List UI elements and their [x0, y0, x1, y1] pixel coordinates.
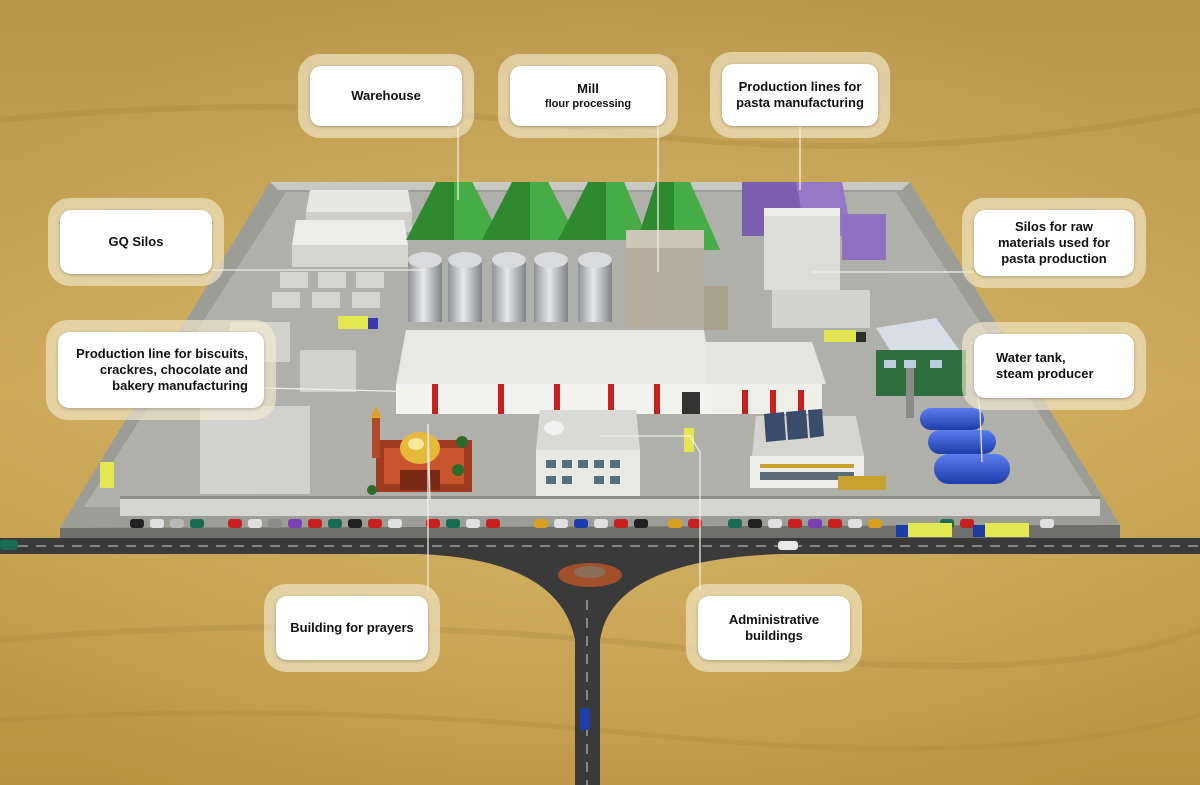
pasta-production-building — [742, 182, 886, 328]
parked-cars — [130, 519, 1054, 528]
steam-building — [876, 318, 968, 418]
callout-raw-silos: Silos for raw materials used for pasta p… — [962, 198, 1146, 288]
water-tanks — [920, 408, 1010, 484]
water-tank-label-line-2: steam producer — [996, 366, 1094, 381]
water-tank-label-line-1: Water tank, — [996, 350, 1066, 365]
mill-label: Mill — [577, 81, 599, 96]
admin-building — [536, 410, 640, 496]
biscuits-label-line-1: Production line for biscuits, — [76, 346, 248, 361]
warehouse-building — [292, 190, 412, 267]
callout-prayers: Building for prayers — [264, 584, 440, 672]
callout-admin: Administrative buildings — [686, 584, 862, 672]
admin-building-solar — [750, 409, 886, 490]
callout-water-tank: Water tank, steam producer — [962, 322, 1146, 410]
warehouse-label: Warehouse — [351, 88, 421, 103]
prayers-label: Building for prayers — [290, 620, 414, 635]
trucks — [100, 316, 1029, 537]
biscuits-label-line-3: bakery manufacturing — [112, 378, 248, 393]
pasta-lines-label-line-1: Production lines for — [738, 79, 862, 94]
admin-label-line-1: Administrative — [728, 612, 820, 627]
admin-label-line-2: buildings — [745, 628, 803, 643]
palm-trees — [367, 436, 468, 495]
biscuit-production-building — [396, 330, 826, 414]
raw-silos-label-line-2: materials used for — [998, 235, 1110, 250]
perimeter-wall — [120, 496, 1100, 516]
ghost-storage-blocks — [272, 272, 384, 308]
leader-lines — [212, 126, 983, 590]
pasta-lines-label-line-2: pasta manufacturing — [736, 95, 864, 110]
callout-warehouse: Warehouse — [298, 54, 474, 138]
callout-gq-silos: GQ Silos — [48, 198, 224, 286]
prayer-building — [370, 406, 472, 492]
gq-silos — [408, 252, 612, 322]
raw-silos-label-line-1: Silos for raw — [1014, 219, 1094, 234]
raw-silos-label-line-3: pasta production — [1001, 251, 1107, 266]
biscuits-label-line-2: crackres, chocolate and — [99, 362, 248, 377]
callout-mill: Mill flour processing — [498, 54, 678, 138]
callout-pasta-lines: Production lines for pasta manufacturing — [710, 52, 890, 138]
gq-silos-label: GQ Silos — [108, 234, 164, 249]
callout-biscuits: Production line for biscuits, crackres, … — [46, 320, 276, 420]
mill-sublabel: flour processing — [544, 98, 632, 110]
access-road — [420, 554, 780, 785]
mill-tower — [626, 230, 728, 330]
roads — [0, 538, 1200, 785]
